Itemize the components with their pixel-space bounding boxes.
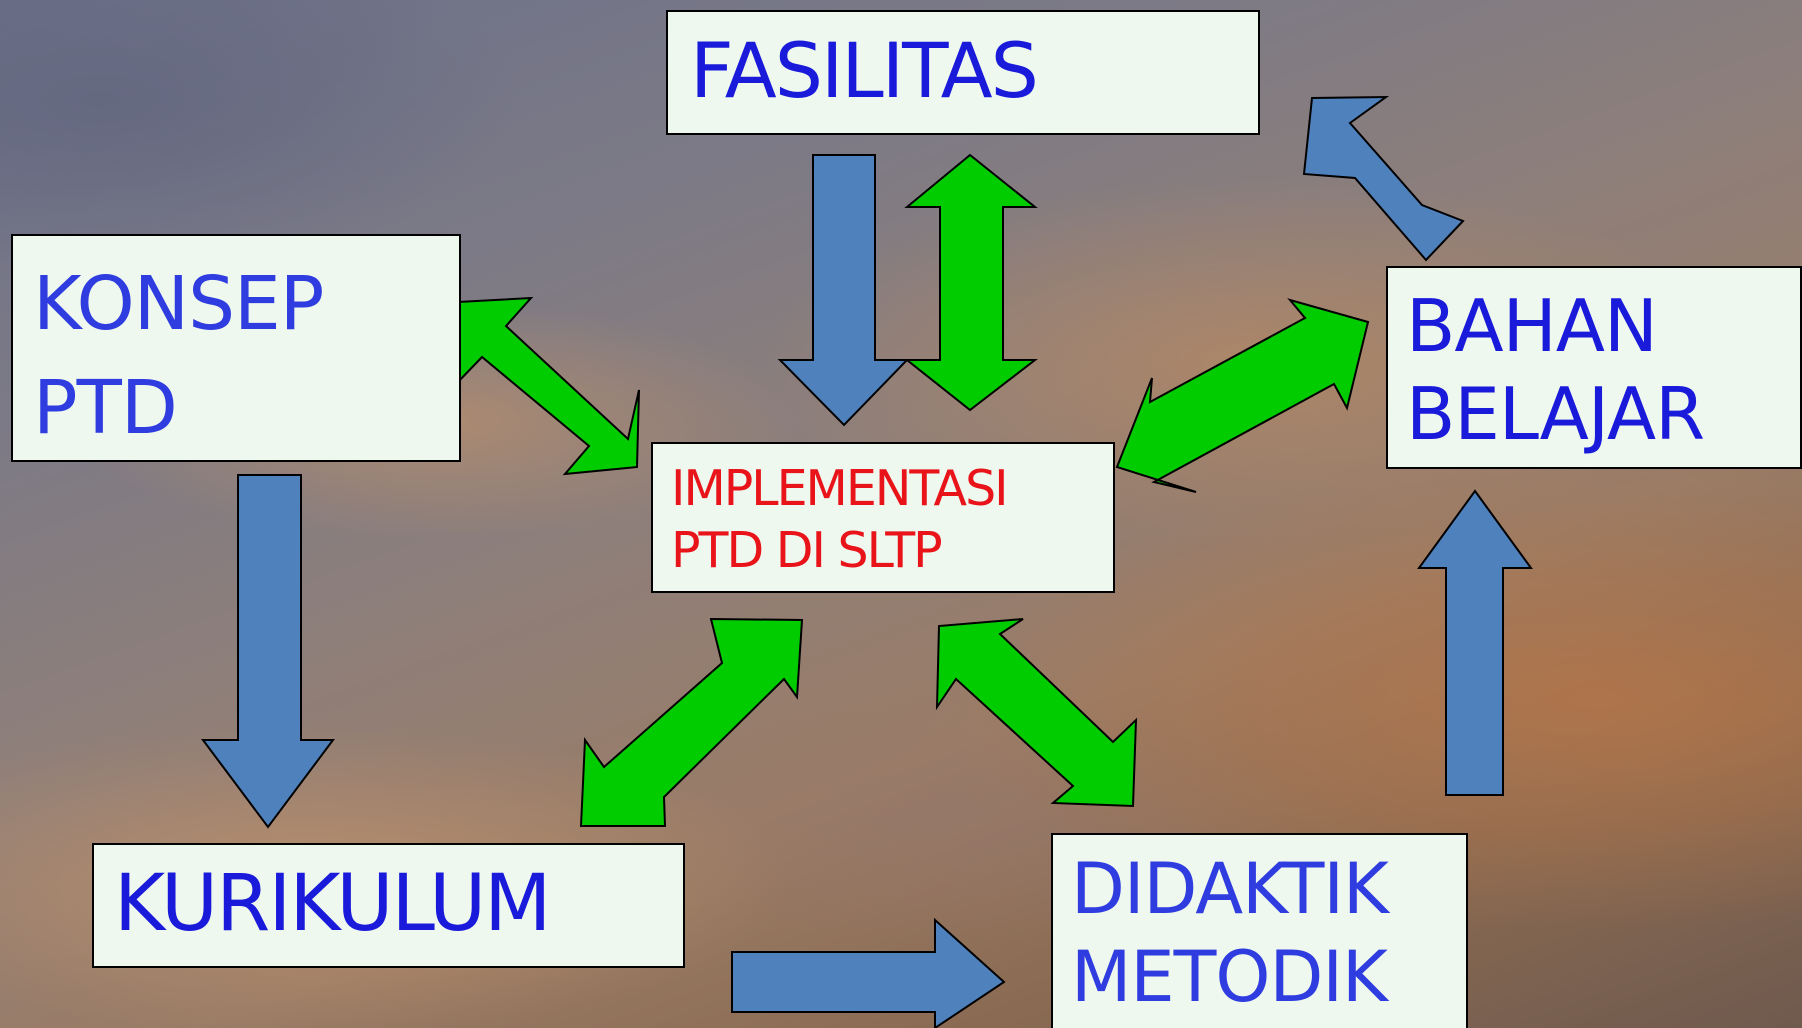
arrow-kurikulum-to-didaktik	[731, 917, 1006, 1028]
node-konsep-ptd: KONSEP PTD	[11, 234, 461, 462]
node-kurikulum: KURIKULUM	[92, 843, 685, 968]
arrow-bahan-to-fasilitas	[1302, 95, 1465, 262]
arrow-kurikulum-implementasi-bidirectional	[579, 617, 804, 827]
arrow-konsep-to-kurikulum	[201, 474, 335, 829]
arrow-bahan-implementasi-bidirectional	[1115, 298, 1370, 493]
node-implementasi-ptd-label: IMPLEMENTASI PTD DI SLTP	[671, 460, 1009, 579]
arrow-didaktik-implementasi-bidirectional	[935, 618, 1138, 808]
node-didaktik-metodik-label: DIDAKTIK METODIK	[1071, 848, 1389, 1018]
arrow-fasilitas-implementasi-bidirectional	[904, 153, 1038, 412]
arrow-fasilitas-to-implementasi	[777, 154, 910, 427]
node-fasilitas-label: FASILITAS	[690, 26, 1039, 115]
node-konsep-ptd-label: KONSEP PTD	[33, 261, 324, 451]
node-fasilitas: FASILITAS	[666, 10, 1260, 135]
node-kurikulum-label: KURIKULUM	[114, 859, 551, 949]
node-bahan-belajar-label: BAHAN BELAJAR	[1406, 284, 1705, 456]
arrow-konsep-implementasi-bidirectional	[457, 296, 640, 476]
node-implementasi-ptd: IMPLEMENTASI PTD DI SLTP	[651, 442, 1115, 593]
arrow-didaktik-to-bahan	[1417, 489, 1533, 796]
node-bahan-belajar: BAHAN BELAJAR	[1386, 266, 1802, 469]
node-didaktik-metodik: DIDAKTIK METODIK	[1051, 833, 1468, 1028]
